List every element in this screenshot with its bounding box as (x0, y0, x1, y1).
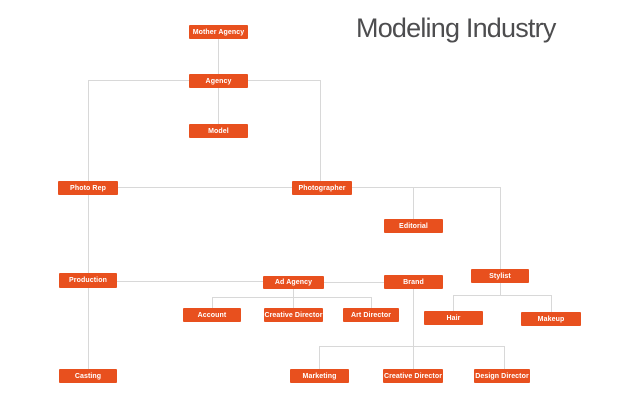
org-node-stylist: Stylist (471, 269, 529, 283)
org-node-brand: Brand (384, 275, 443, 289)
connector-segment (88, 80, 189, 81)
org-node-agency: Agency (189, 74, 248, 88)
connector-segment (293, 297, 294, 308)
connector-segment (453, 295, 454, 311)
org-node-makeup: Makeup (521, 312, 581, 326)
org-node-mother-agency: Mother Agency (189, 25, 248, 39)
org-node-production: Production (59, 273, 117, 288)
org-node-marketing: Marketing (290, 369, 349, 383)
connector-segment (218, 39, 219, 74)
org-node-hair: Hair (424, 311, 483, 325)
connector-segment (500, 283, 501, 296)
connector-segment (320, 80, 321, 181)
org-node-creative-director-ad: Creative Director (264, 308, 323, 322)
connector-segment (453, 295, 551, 296)
connector-segment (551, 295, 552, 312)
connector-segment (88, 288, 89, 369)
connector-segment (324, 282, 384, 283)
connector-segment (413, 346, 414, 369)
connector-segment (352, 187, 501, 188)
connector-segment (118, 187, 292, 188)
connector-segment (371, 297, 372, 308)
connector-segment (212, 297, 372, 298)
org-node-photo-rep: Photo Rep (58, 181, 118, 195)
org-node-model: Model (189, 124, 248, 138)
connector-segment (413, 289, 414, 347)
org-node-casting: Casting (59, 369, 117, 383)
connector-segment (500, 187, 501, 269)
connector-segment (293, 289, 294, 298)
org-node-art-director: Art Director (343, 308, 399, 322)
connector-segment (218, 88, 219, 124)
connector-segment (88, 80, 89, 181)
org-node-ad-agency: Ad Agency (263, 276, 324, 289)
connector-segment (319, 346, 320, 369)
org-node-editorial: Editorial (384, 219, 443, 233)
connector-segment (88, 195, 89, 273)
org-node-photographer: Photographer (292, 181, 352, 195)
org-node-creative-director-brand: Creative Director (383, 369, 443, 383)
org-node-design-director: Design Director (474, 369, 530, 383)
connector-segment (212, 297, 213, 308)
connector-segment (117, 281, 263, 282)
page-title: Modeling Industry (356, 13, 556, 43)
connector-segment (248, 80, 320, 81)
connector-segment (319, 346, 504, 347)
connector-segment (413, 187, 414, 219)
org-node-account: Account (183, 308, 241, 322)
connector-segment (504, 346, 505, 369)
